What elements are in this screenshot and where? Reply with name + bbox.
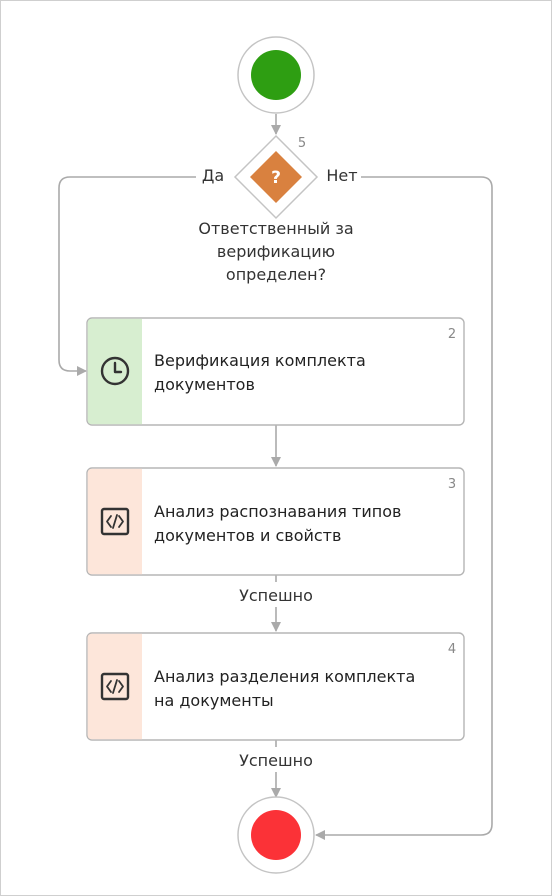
task-title-line-1: Анализ распознавания типов bbox=[154, 502, 401, 521]
code-icon bbox=[100, 672, 130, 701]
task-number: 2 bbox=[448, 327, 456, 342]
gateway-diamond bbox=[250, 151, 302, 203]
task-number: 4 bbox=[448, 642, 456, 657]
task-title-line-1: Анализ разделения комплекта bbox=[154, 667, 415, 686]
start-event[interactable] bbox=[237, 36, 315, 114]
flow-label-success[interactable]: Успешно bbox=[239, 751, 313, 770]
task-title-line-1: Верификация комплекта bbox=[154, 351, 366, 370]
gateway-yes-label[interactable]: Да bbox=[202, 166, 224, 185]
task-number: 3 bbox=[448, 477, 456, 492]
flow-gateway-no[interactable] bbox=[315, 176, 493, 840]
task-split-analysis[interactable]: 4 Анализ разделения комплекта на докумен… bbox=[86, 632, 465, 741]
gateway-number: 5 bbox=[298, 136, 306, 151]
yes-label-bg bbox=[196, 165, 229, 187]
end-event[interactable] bbox=[237, 796, 315, 874]
task-title-line-2: документов bbox=[154, 375, 255, 394]
gateway-question: Ответственный за верификацию определен? bbox=[198, 219, 353, 284]
code-icon bbox=[100, 507, 130, 536]
task-title-line-2: на документы bbox=[154, 691, 274, 710]
end-event-fill bbox=[251, 810, 301, 860]
gateway-symbol: ? bbox=[271, 168, 281, 188]
task-verification[interactable]: 2 Верификация комплекта документов bbox=[86, 317, 465, 426]
connectors bbox=[58, 114, 493, 840]
flow-gateway-yes[interactable] bbox=[58, 176, 226, 376]
flow-label-success[interactable]: Успешно bbox=[239, 586, 313, 605]
task-type-recognition-analysis[interactable]: 3 Анализ распознавания типов документов … bbox=[86, 467, 465, 576]
gateway[interactable]: ? 5 bbox=[233, 134, 319, 220]
gateway-question-line-3: определен? bbox=[226, 265, 326, 284]
task-title-line-2: документов и свойств bbox=[154, 526, 341, 545]
gateway-no-label[interactable]: Нет bbox=[326, 166, 357, 185]
gateway-question-line-1: Ответственный за bbox=[198, 219, 353, 238]
no-label-bg bbox=[321, 165, 361, 187]
start-event-fill bbox=[251, 50, 301, 100]
clock-icon bbox=[100, 356, 130, 386]
gateway-question-line-2: верификацию bbox=[217, 242, 335, 261]
